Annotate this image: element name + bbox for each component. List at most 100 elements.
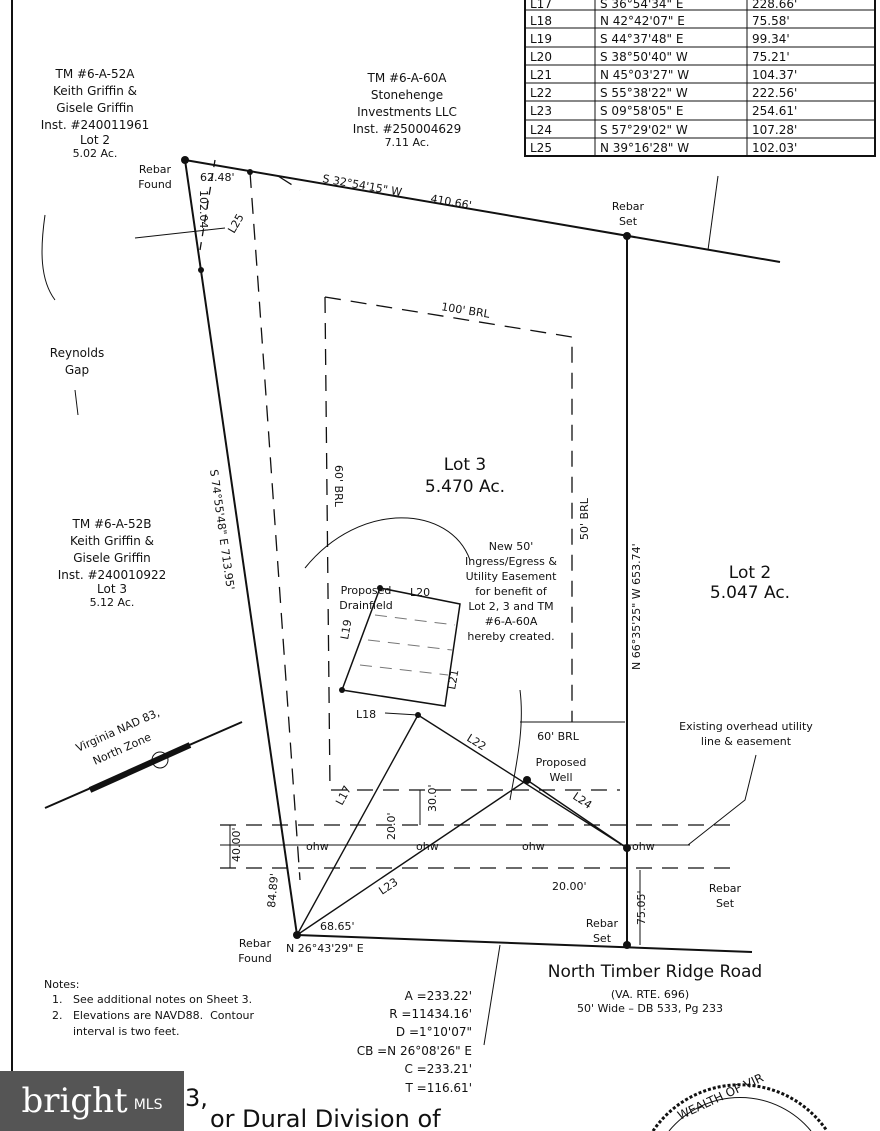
ohw-label: ohw bbox=[306, 840, 329, 853]
easement-note: #6-A-60A bbox=[485, 615, 538, 628]
parcel-label: TM #6-A-60A bbox=[366, 71, 447, 85]
table-cell: L25 bbox=[530, 141, 552, 155]
dim-label: 30.0' bbox=[426, 784, 439, 812]
ohw-label: ohw bbox=[416, 840, 439, 853]
table-cell: L21 bbox=[530, 68, 552, 82]
table-cell: S 36°54'34" E bbox=[600, 0, 683, 11]
notes-title: Notes: bbox=[44, 978, 79, 991]
title-fragment: 3, bbox=[185, 1084, 208, 1112]
bearing-label: N 26°43'29" E bbox=[286, 942, 364, 955]
table-cell: 228.66' bbox=[752, 0, 797, 11]
easement-note: New 50' bbox=[489, 540, 534, 553]
distance-label: 102.04' bbox=[197, 190, 210, 232]
line-label: L25 bbox=[225, 212, 246, 236]
parcel-label: Stonehenge bbox=[371, 88, 443, 102]
road-name: North Timber Ridge Road bbox=[548, 962, 762, 982]
dim-label: 20.0' bbox=[385, 812, 398, 840]
dim-label: 20.00' bbox=[552, 880, 587, 893]
note-item: 1. See additional notes on Sheet 3. bbox=[52, 993, 252, 1006]
parcel-label: Inst. #240010922 bbox=[58, 568, 167, 582]
place-label: Reynolds bbox=[50, 346, 104, 360]
parcel-label: Investments LLC bbox=[357, 105, 457, 119]
lot2-label: Lot 2 bbox=[729, 563, 771, 583]
lot3-label: Lot 3 bbox=[444, 455, 486, 475]
table-cell: L19 bbox=[530, 32, 552, 46]
brl-label: 60' BRL bbox=[332, 465, 345, 508]
brl-label: 60' BRL bbox=[537, 730, 580, 743]
line-table: L17 S 36°54'34" E 228.66' L18 N 42°42'07… bbox=[530, 0, 797, 155]
table-cell: N 39°16'28" W bbox=[600, 141, 689, 155]
drainfield-label: Drainfield bbox=[339, 599, 393, 612]
west-boundary bbox=[184, 159, 298, 936]
rebar-label: Rebar bbox=[239, 937, 272, 950]
table-cell: L24 bbox=[530, 123, 552, 137]
dim-label: 40.00' bbox=[230, 827, 243, 862]
line-label: L17 bbox=[333, 784, 354, 808]
bearing-label: N 66°35'25" W 653.74' bbox=[630, 543, 643, 670]
rebar-label: Rebar bbox=[586, 917, 619, 930]
parcel-label: TM #6-A-52B bbox=[71, 517, 151, 531]
line-label: L24 bbox=[570, 790, 594, 812]
parcel-label: Lot 3 bbox=[97, 582, 127, 596]
parcel-label: Keith Griffin & bbox=[53, 84, 137, 98]
parcel-label: Gisele Griffin bbox=[56, 101, 134, 115]
seal-inner bbox=[668, 1097, 812, 1131]
parcel-label: TM #6-A-52A bbox=[54, 67, 135, 81]
table-cell: N 42°42'07" E bbox=[600, 14, 685, 28]
table-cell: 75.21' bbox=[752, 50, 790, 64]
bearing-label: S 32°54'15" W bbox=[321, 172, 403, 199]
title-fragment: or Dural Division of bbox=[210, 1105, 441, 1131]
distance-label: 410.66' bbox=[429, 192, 472, 212]
line-label: L19 bbox=[338, 618, 354, 640]
table-cell: L22 bbox=[530, 86, 552, 100]
well-label: Well bbox=[549, 771, 572, 784]
dim-label: 75.05' bbox=[635, 890, 648, 925]
dim-label: 68.65' bbox=[320, 920, 355, 933]
parcel-label: Keith Griffin & bbox=[70, 534, 154, 548]
table-cell: S 55°38'22" W bbox=[600, 86, 688, 100]
rebar-label: Rebar bbox=[709, 882, 742, 895]
seal-outer bbox=[651, 1083, 829, 1131]
parcel-label: Inst. #240011961 bbox=[41, 118, 150, 132]
seal-text: WEALTH OF VIR bbox=[675, 1071, 765, 1123]
table-cell: 102.03' bbox=[752, 141, 797, 155]
table-cell: 75.58' bbox=[752, 14, 790, 28]
table-cell: 254.61' bbox=[752, 104, 797, 118]
parcel-label: Lot 2 bbox=[80, 133, 110, 147]
table-cell: L18 bbox=[530, 14, 552, 28]
curve-data: A =233.22' bbox=[405, 989, 472, 1003]
lot2-area: 5.047 Ac. bbox=[710, 583, 790, 603]
note-item: 2. Elevations are NAVD88. Contour bbox=[52, 1009, 255, 1022]
parcel-label: Gisele Griffin bbox=[73, 551, 151, 565]
brl-label: 100' BRL bbox=[440, 300, 491, 321]
table-cell: S 38°50'40" W bbox=[600, 50, 688, 64]
note-item: interval is two feet. bbox=[52, 1025, 179, 1038]
drainfield bbox=[340, 587, 461, 707]
curve-data: C =233.21' bbox=[404, 1062, 472, 1076]
table-cell: S 09°58'05" E bbox=[600, 104, 683, 118]
line-label: L18 bbox=[356, 708, 376, 721]
overhead-label: Existing overhead utility bbox=[679, 720, 813, 733]
curve-data: CB =N 26°08'26" E bbox=[357, 1044, 472, 1058]
curve-data: D =1°10'07" bbox=[396, 1025, 472, 1039]
parcel-label: Inst. #250004629 bbox=[353, 122, 462, 136]
rebar-label: Set bbox=[593, 932, 612, 945]
lot3-area: 5.470 Ac. bbox=[425, 477, 505, 497]
rebar-label: Found bbox=[138, 178, 172, 191]
well-label: Proposed bbox=[536, 756, 587, 769]
rebar-label: Rebar bbox=[139, 163, 172, 176]
road-width: 50' Wide – DB 533, Pg 233 bbox=[577, 1002, 723, 1015]
rebar-label: Set bbox=[716, 897, 735, 910]
line-label: L20 bbox=[410, 586, 430, 599]
logo-suffix: MLS bbox=[133, 1097, 163, 1113]
table-cell: 104.37' bbox=[752, 68, 797, 82]
ohw-label: ohw bbox=[632, 840, 655, 853]
table-cell: 107.28' bbox=[752, 123, 797, 137]
easement-note: Lot 2, 3 and TM bbox=[468, 600, 553, 613]
north-boundary bbox=[184, 159, 781, 263]
table-cell: L23 bbox=[530, 104, 552, 118]
line-label: L22 bbox=[464, 732, 488, 754]
overhead-label: line & easement bbox=[701, 735, 792, 748]
ohw-label: ohw bbox=[522, 840, 545, 853]
